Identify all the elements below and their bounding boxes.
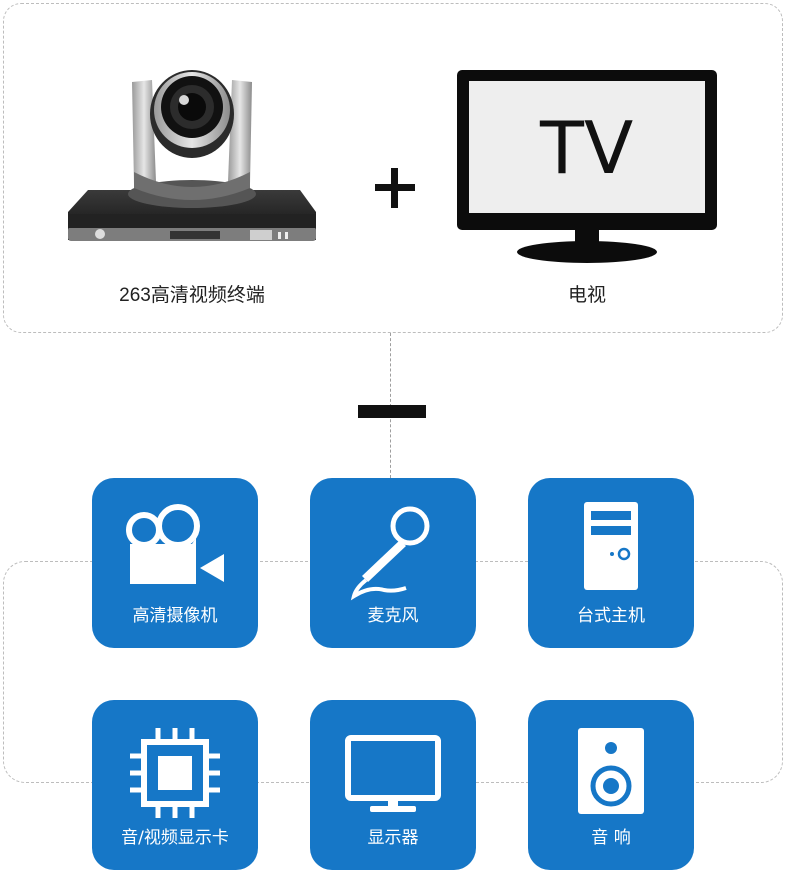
tv-icon (457, 70, 717, 263)
tv-label: 电视 (567, 285, 606, 306)
tile-microphone: 麦克风 (310, 478, 476, 648)
minus-sign (358, 405, 426, 418)
tile-label: 台式主机 (577, 606, 645, 626)
tile-desktop-host: 台式主机 (528, 478, 694, 648)
chip-icon (130, 728, 220, 818)
camera-terminal-label: 263高清视频终端 (119, 285, 265, 306)
tile-monitor: 显示器 (310, 700, 476, 870)
speaker-icon (578, 728, 644, 814)
tile-speaker: 音 响 (528, 700, 694, 870)
tile-hd-camera: 高清摄像机 (92, 478, 258, 648)
video-camera-icon (126, 504, 224, 584)
hd-terminal-camera-icon (68, 70, 316, 241)
desktop-tower-icon (584, 502, 638, 590)
terminal-group-box (3, 3, 783, 333)
plus-sign (375, 168, 415, 208)
tile-label: 显示器 (367, 828, 419, 848)
tile-av-card: 音/视频显示卡 (92, 700, 258, 870)
monitor-icon (345, 735, 441, 812)
tile-label: 音 响 (591, 828, 631, 848)
tile-label: 音/视频显示卡 (121, 828, 229, 848)
microphone-icon (350, 506, 430, 601)
tv-screen-text: TV (540, 106, 634, 190)
tile-label: 麦克风 (367, 606, 419, 626)
tile-label: 高清摄像机 (132, 606, 218, 626)
